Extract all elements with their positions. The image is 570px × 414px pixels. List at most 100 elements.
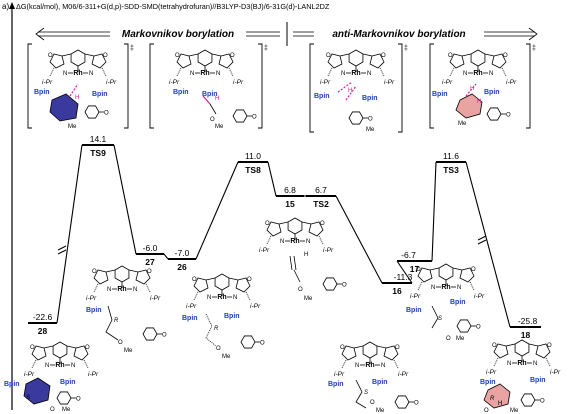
- dagger-mark: ‡: [532, 45, 536, 52]
- methyl-label: Me: [304, 296, 313, 302]
- oxygen-label: O: [326, 53, 331, 59]
- rhodium-label: Rh: [200, 70, 209, 77]
- ipr-label: i-Pr: [320, 79, 331, 86]
- hydride-label: H: [348, 88, 352, 94]
- bpin-label: Bpin: [92, 91, 108, 98]
- cyclohexadienone-ring: O: [348, 111, 373, 125]
- cyclohexadienone-ring: O: [322, 277, 347, 291]
- bpin-label: Bpin: [406, 307, 422, 314]
- oxygen-label: O: [492, 343, 497, 349]
- oxygen-label: O: [340, 345, 345, 351]
- axis-break-left: [57, 245, 67, 255]
- ipr-label: i-Pr: [398, 371, 409, 378]
- dagger-mark: ‡: [264, 45, 268, 52]
- level-name-18: 18: [521, 330, 531, 340]
- markovnikov-title: Markovnikov borylation: [122, 29, 234, 40]
- energy-label-26: -7.0: [175, 248, 190, 258]
- oxygen-label: O: [104, 111, 109, 117]
- nitrogen-label: N: [207, 295, 211, 301]
- oxygen-label: O: [230, 53, 235, 59]
- nitrogen-label: N: [71, 363, 75, 369]
- methyl-label: Me: [215, 124, 224, 130]
- nitrogen-label: N: [431, 285, 435, 291]
- ipr-label: i-Pr: [86, 295, 97, 302]
- methyl-label: Me: [62, 407, 71, 413]
- ring-highlight: [23, 377, 51, 405]
- oxygen-label: O: [540, 399, 545, 405]
- nitrogen-label: N: [306, 239, 310, 245]
- bpin-label: Bpin: [450, 299, 466, 306]
- nitrogen-label: N: [190, 71, 194, 77]
- ipr-label: i-Pr: [550, 369, 561, 376]
- oxygen-label: O: [484, 408, 489, 414]
- energy-label-TS9: 14.1: [90, 134, 107, 144]
- nitrogen-label: N: [216, 71, 220, 77]
- oxygen-label: O: [503, 53, 508, 59]
- cyclohexadienone-ring: O: [84, 105, 109, 119]
- energy-label-TS2: 6.7: [315, 185, 327, 195]
- level-name-TS2: TS2: [313, 199, 329, 209]
- cyclohexadienone-ring: O: [520, 393, 545, 407]
- bpin-label: Bpin: [480, 379, 496, 386]
- cyclohexadienone-ring: O: [394, 395, 419, 409]
- ipr-label: i-Pr: [24, 371, 35, 378]
- dagger-mark: ‡: [130, 45, 134, 52]
- anti-markovnikov-header: anti-Markovnikov borylation: [293, 27, 538, 41]
- oxygen-label: O: [448, 53, 453, 59]
- markovnikov-header: Markovnikov borylation: [35, 27, 280, 41]
- nitrogen-label: N: [463, 71, 467, 77]
- dagger-mark: ‡: [404, 45, 408, 52]
- oxygen-label: O: [298, 287, 303, 293]
- ipr-label: i-Pr: [233, 79, 244, 86]
- bpin-label: Bpin: [432, 91, 448, 98]
- oxygen-label: O: [252, 115, 257, 121]
- oxygen-label: O: [547, 343, 552, 349]
- stereo-label: S: [364, 390, 368, 396]
- level-name-26: 26: [177, 262, 187, 272]
- hydride-label: H: [75, 95, 79, 101]
- bpin-label: Bpin: [4, 381, 20, 388]
- oxygen-label: O: [506, 113, 511, 119]
- rhodium-label: Rh: [290, 238, 299, 245]
- anti-markovnikov-title: anti-Markovnikov borylation: [332, 29, 465, 40]
- nitrogen-label: N: [280, 239, 284, 245]
- hydride-label: H: [470, 86, 474, 92]
- oxygen-label: O: [48, 53, 53, 59]
- bpin-label: Bpin: [173, 89, 189, 96]
- connector-TS8-15: [267, 161, 277, 197]
- bpin-label: Bpin: [530, 377, 546, 384]
- level-name-28: 28: [38, 326, 48, 336]
- oxygen-label: O: [414, 401, 419, 407]
- rhodium-label: Rh: [441, 284, 450, 291]
- methyl-label: Me: [376, 408, 385, 414]
- ipr-label: i-Pr: [250, 303, 261, 310]
- ipr-label: i-Pr: [259, 247, 270, 254]
- level-name-27: 27: [145, 257, 155, 267]
- bpin-label: Bpin: [86, 307, 102, 314]
- nitrogen-label: N: [381, 363, 385, 369]
- nitrogen-label: N: [457, 285, 461, 291]
- rhodium-label: Rh: [517, 360, 526, 367]
- bpin-label: Bpin: [362, 95, 378, 102]
- nitrogen-label: N: [489, 71, 493, 77]
- ipr-label: i-Pr: [442, 79, 453, 86]
- ipr-label: i-Pr: [42, 79, 53, 86]
- connector-TS2-16: [335, 195, 383, 284]
- hydride-label: H: [477, 99, 481, 105]
- oxygen-label: O: [85, 345, 90, 351]
